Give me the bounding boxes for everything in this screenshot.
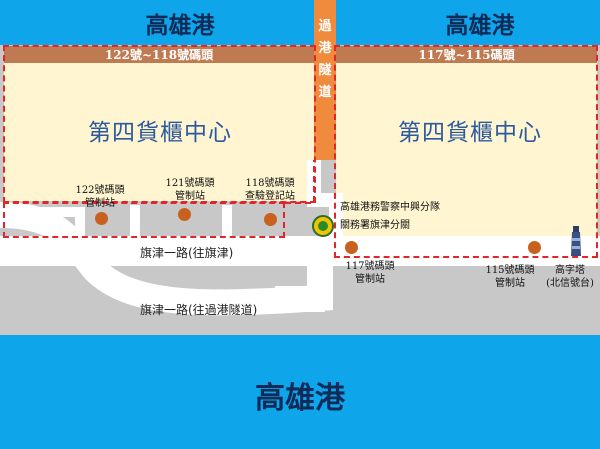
tunnel-char-4: 道	[318, 85, 332, 100]
road-gate-left-2	[222, 205, 232, 237]
station-115-label: 115號碼頭 管制站	[485, 265, 535, 289]
tunnel-char-2: 港	[318, 41, 332, 56]
station-117-marker[interactable]	[345, 241, 358, 254]
berth-band-right: 117號~115碼頭	[336, 46, 597, 63]
station-118-marker[interactable]	[264, 213, 277, 226]
tunnel-char-3: 隧	[318, 63, 332, 78]
tunnel-char-1: 過	[318, 19, 332, 34]
harbor-water-bottom	[0, 335, 600, 449]
berth-band-left: 122號~118號碼頭	[4, 46, 314, 63]
cargo-area-left	[4, 63, 314, 201]
police-badge-icon	[312, 215, 334, 237]
tunnel-label: 過 港 隧 道	[318, 16, 332, 104]
tower-label: 高字塔 (北信號台)	[546, 265, 594, 289]
lighthouse-icon	[571, 226, 581, 256]
road-label-upper: 旗津一路(往旗津)	[140, 246, 234, 260]
cargo-center-name-left: 第四貨櫃中心	[88, 120, 232, 146]
cargo-center-name-right: 第四貨櫃中心	[398, 120, 542, 146]
police-label-2: 關務署旗津分關	[340, 220, 410, 231]
station-122-marker[interactable]	[95, 212, 108, 225]
station-121-label: 121號碼頭 管制站	[165, 178, 215, 202]
road-lower-curve	[0, 202, 333, 316]
station-118-label: 118號碼頭 查驗登記站	[245, 178, 295, 202]
road-label-lower: 旗津一路(往過港隧道)	[140, 303, 258, 317]
station-115-marker[interactable]	[528, 241, 541, 254]
zone-boundary-left-berth	[3, 202, 285, 238]
station-117-label: 117號碼頭 管制站	[345, 261, 395, 285]
road-lower-segment	[275, 286, 325, 312]
cross-harbor-tunnel	[314, 0, 336, 160]
cargo-area-right	[336, 63, 597, 240]
station-121-marker[interactable]	[178, 208, 191, 221]
harbor-label-bottom: 高雄港	[255, 381, 345, 416]
road-side-loop	[4, 207, 85, 236]
police-label-1: 高雄港務警察中興分隊	[340, 202, 440, 213]
station-122-label: 122號碼頭 管制站	[75, 185, 125, 209]
zone-boundary-right	[334, 45, 598, 258]
harbor-label-top-right: 高雄港	[445, 13, 515, 39]
harbor-water-top	[0, 0, 600, 45]
harbor-label-top-left: 高雄港	[145, 13, 215, 39]
road-gate-left-1	[130, 205, 140, 237]
